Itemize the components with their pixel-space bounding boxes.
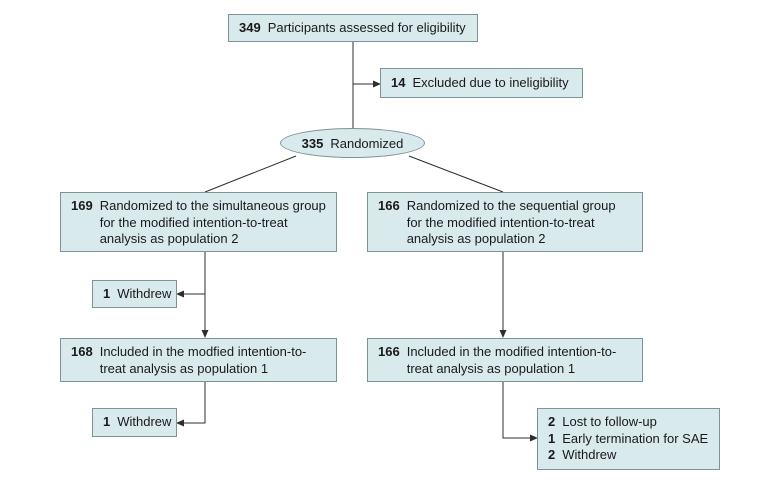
dropout-sae-label: Early termination for SAE xyxy=(562,430,709,446)
withdrew-1-count: 1 xyxy=(103,285,111,301)
simultaneous-label: Randomized to the simultaneous group for… xyxy=(99,198,326,246)
excluded-label: Excluded due to ineligibility xyxy=(412,74,569,90)
excluded-count: 14 xyxy=(391,74,406,90)
dropout-withdrew-count: 2 xyxy=(548,447,556,463)
dropout-row-lost-to-follow-up: 2 Lost to follow-up xyxy=(548,414,709,431)
arrowhead-included-left xyxy=(201,330,209,338)
included-sequential-label: Included in the modified intention-to- t… xyxy=(406,344,617,376)
included-simultaneous-label: Included in the modfied intention-to- tr… xyxy=(99,344,307,376)
dropout-sae-count: 1 xyxy=(548,430,556,446)
node-excluded: 14 Excluded due to ineligibility xyxy=(380,68,583,98)
sequential-count: 166 xyxy=(378,198,400,213)
node-randomized: 335 Randomized xyxy=(280,128,425,158)
connector-to-withdrew-2 xyxy=(184,382,206,424)
eligibility-label: Participants assessed for eligibility xyxy=(267,19,466,35)
node-simultaneous-group: 169 Randomized to the simultaneous group… xyxy=(60,192,337,252)
randomized-count: 335 xyxy=(301,135,324,151)
arrowhead-included-right xyxy=(499,330,507,338)
randomized-label: Randomized xyxy=(330,135,404,151)
sequential-label: Randomized to the sequential group for t… xyxy=(406,198,616,246)
node-withdrew-1: 1 Withdrew xyxy=(92,280,177,308)
dropout-lost-count: 2 xyxy=(548,414,556,430)
dropout-row-withdrew: 2 Withdrew xyxy=(548,447,709,464)
connector-to-dropouts xyxy=(502,382,530,439)
arrowhead-withdrew-2 xyxy=(176,419,184,427)
included-sequential-count: 166 xyxy=(378,344,400,359)
node-included-simultaneous: 168 Included in the modfied intention-to… xyxy=(60,338,337,382)
node-withdrew-2: 1 Withdrew xyxy=(92,408,177,437)
connector-fork-left xyxy=(204,155,297,193)
node-included-sequential: 166 Included in the modified intention-t… xyxy=(367,338,643,382)
node-sequential-dropouts: 2 Lost to follow-up 1 Early termination … xyxy=(537,408,720,470)
withdrew-2-count: 1 xyxy=(103,414,111,430)
arrowhead-withdrew-1 xyxy=(176,290,184,298)
withdrew-2-label: Withdrew xyxy=(117,414,172,430)
connector-fork-right xyxy=(408,155,504,193)
included-simultaneous-count: 168 xyxy=(71,344,93,359)
node-sequential-group: 166 Randomized to the sequential group f… xyxy=(367,192,643,252)
dropout-lost-label: Lost to follow-up xyxy=(562,414,657,430)
eligibility-count: 349 xyxy=(239,19,261,35)
simultaneous-count: 169 xyxy=(71,198,93,213)
dropout-row-early-termination: 1 Early termination for SAE xyxy=(548,431,709,448)
dropout-withdrew-label: Withdrew xyxy=(562,447,617,463)
withdrew-1-label: Withdrew xyxy=(117,285,172,301)
node-eligibility: 349 Participants assessed for eligibilit… xyxy=(228,14,478,42)
